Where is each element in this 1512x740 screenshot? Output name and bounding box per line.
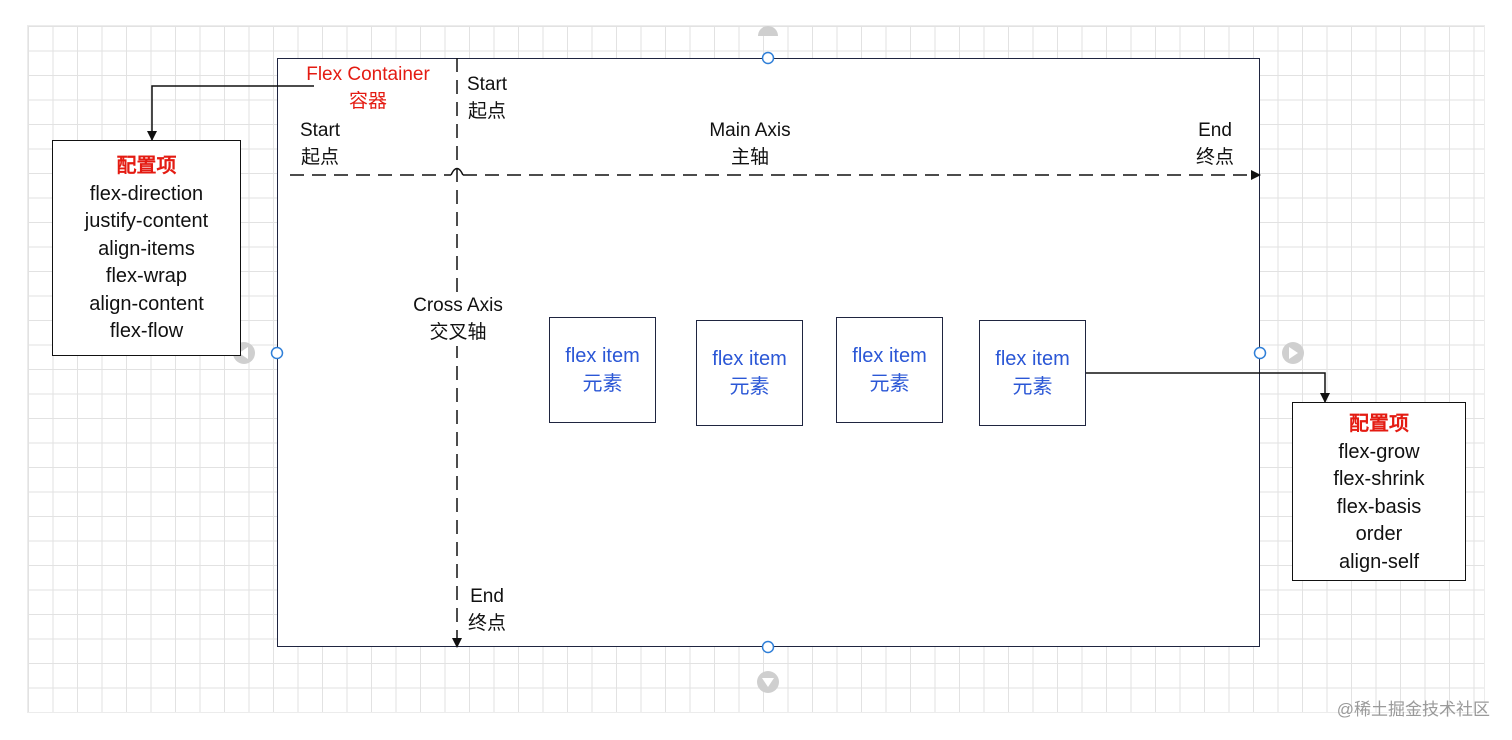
flex-item-2-en: flex item xyxy=(712,348,787,370)
main-axis-label: Main Axis 主轴 xyxy=(695,117,805,171)
cross-axis-start-label: Start 起点 xyxy=(463,71,511,125)
container-title-zh: 容器 xyxy=(348,91,387,112)
flex-item-3-zh: 元素 xyxy=(869,373,910,395)
item-config-connector xyxy=(1086,372,1330,403)
cross-axis-end-en: End xyxy=(470,586,504,607)
flex-item-3-en: flex item xyxy=(852,345,927,367)
watermark-text: @稀土掘金技术社区 xyxy=(1336,700,1490,719)
item-config-box[interactable]: 配置项 flex-grow flex-shrink flex-basis ord… xyxy=(1292,402,1466,581)
container-config-connector xyxy=(147,85,314,141)
container-config-item: flex-flow xyxy=(109,320,184,342)
item-config-item: order xyxy=(1355,523,1403,545)
flex-item-4-zh: 元素 xyxy=(1012,376,1053,398)
container-config-item: align-items xyxy=(98,237,195,260)
main-axis-end-zh: 终点 xyxy=(1195,147,1234,168)
item-config-item: align-self xyxy=(1338,550,1420,573)
main-axis-start-label: Start 起点 xyxy=(296,117,344,171)
cross-axis-name-zh: 交叉轴 xyxy=(429,322,487,343)
flex-item-3[interactable]: flex item 元素 xyxy=(836,317,943,423)
flex-item-4-en: flex item xyxy=(995,348,1070,370)
item-config-item: flex-grow xyxy=(1338,440,1420,463)
connect-arrow-down-icon[interactable] xyxy=(757,671,779,693)
handle-right[interactable] xyxy=(1253,346,1267,360)
main-axis-name-zh: 主轴 xyxy=(730,147,769,168)
container-config-item: flex-wrap xyxy=(105,265,188,287)
flex-item-1-en: flex item xyxy=(565,345,640,367)
main-axis-start-zh: 起点 xyxy=(300,147,339,168)
main-axis-start-en: Start xyxy=(299,120,341,141)
container-config-item: align-content xyxy=(89,292,204,315)
main-axis-end-label: End 终点 xyxy=(1190,117,1240,171)
container-title-en: Flex Container xyxy=(306,64,430,85)
cross-axis-end-label: End 终点 xyxy=(464,583,510,637)
cross-axis-name-en: Cross Axis xyxy=(413,295,503,316)
flex-item-2[interactable]: flex item 元素 xyxy=(696,320,803,426)
flex-item-4[interactable]: flex item 元素 xyxy=(979,320,1086,426)
cross-axis-label: Cross Axis 交叉轴 xyxy=(404,292,512,346)
container-title: Flex Container 容器 xyxy=(298,61,438,115)
flex-item-1-zh: 元素 xyxy=(582,373,623,395)
main-axis-name-en: Main Axis xyxy=(709,120,791,141)
cross-axis-start-zh: 起点 xyxy=(467,101,506,122)
item-config-item: flex-basis xyxy=(1336,495,1422,518)
main-axis-end-en: End xyxy=(1198,120,1232,141)
connect-arrow-right-icon[interactable] xyxy=(1282,342,1304,364)
handle-top[interactable] xyxy=(761,51,775,65)
connect-arrow-up-icon[interactable] xyxy=(758,26,778,36)
handle-left[interactable] xyxy=(270,346,284,360)
container-config-box[interactable]: 配置项 flex-direction justify-content align… xyxy=(52,140,241,356)
item-config-title: 配置项 xyxy=(1349,413,1409,435)
flex-item-2-zh: 元素 xyxy=(729,376,770,398)
flex-item-1[interactable]: flex item 元素 xyxy=(549,317,656,423)
container-config-item: justify-content xyxy=(84,210,209,232)
item-config-item: flex-shrink xyxy=(1333,468,1425,490)
container-config-title: 配置项 xyxy=(116,155,177,177)
cross-axis-start-en: Start xyxy=(466,74,508,95)
cross-axis-end-zh: 终点 xyxy=(467,613,506,634)
container-config-item: flex-direction xyxy=(89,182,204,205)
handle-bottom[interactable] xyxy=(761,640,775,654)
